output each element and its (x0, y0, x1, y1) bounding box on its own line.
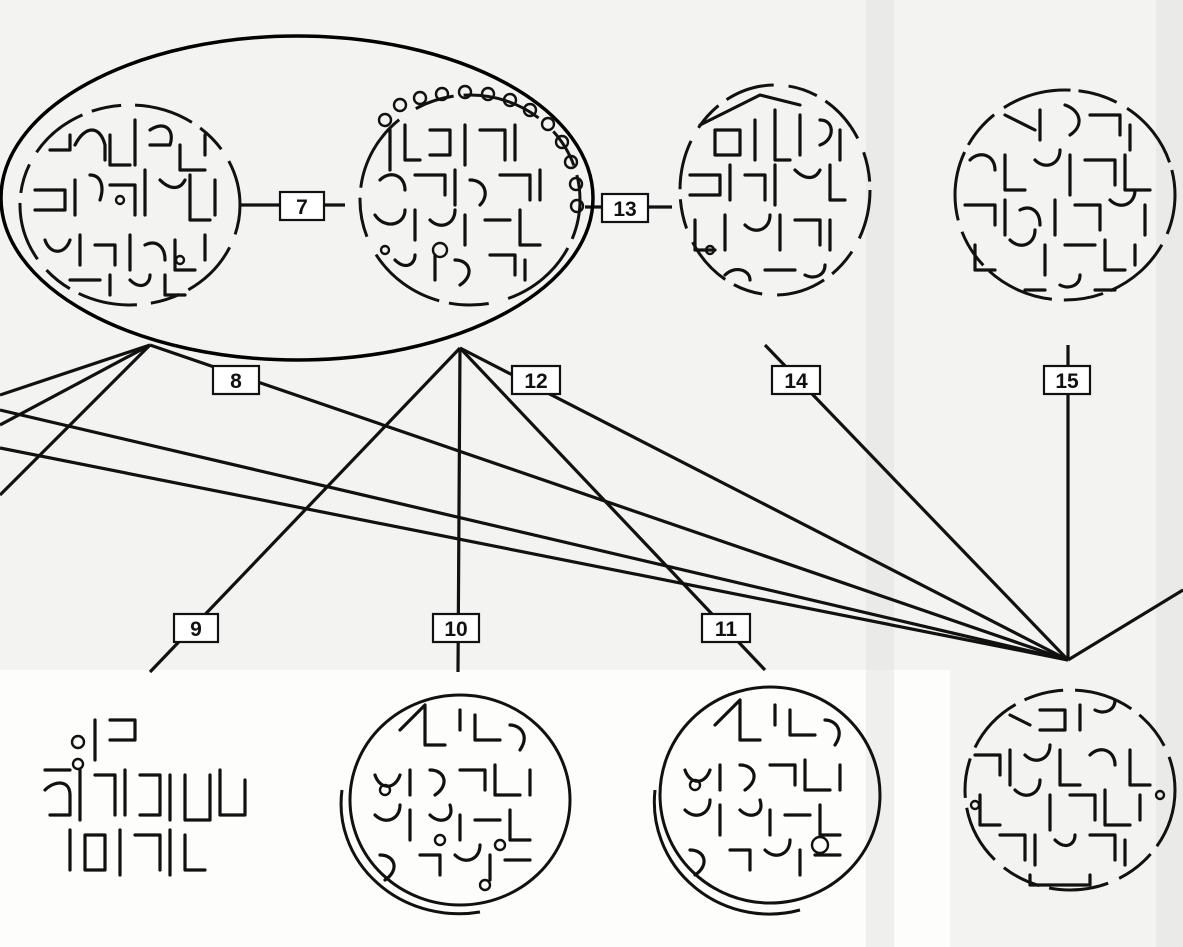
label-15-text: 15 (1055, 370, 1079, 393)
coin-drawing (953, 88, 1177, 302)
label-7: 7 (278, 190, 326, 222)
link-line (0, 446, 1069, 662)
link-line (0, 343, 152, 497)
link-line (0, 343, 151, 397)
link-line (0, 408, 1069, 662)
bead-border (377, 84, 585, 214)
label-15: 15 (1042, 364, 1092, 396)
link-line (149, 343, 1069, 662)
label-12-text: 12 (524, 370, 547, 393)
coin-drawing (18, 103, 242, 307)
label-11: 11 (700, 612, 752, 644)
label-12: 12 (510, 364, 562, 396)
coin-drawing (963, 688, 1177, 892)
coin-drawing (358, 84, 585, 307)
link-line (1067, 588, 1183, 662)
label-8-text: 8 (230, 370, 242, 393)
label-13-text: 13 (613, 198, 636, 221)
highlight-oval (0, 34, 595, 362)
link-line (459, 346, 1069, 662)
link-lines (0, 203, 1183, 674)
link-line (763, 343, 1070, 662)
coin-drawing (339, 693, 572, 916)
coin-drawing (678, 83, 872, 297)
label-9-text: 9 (190, 618, 202, 641)
label-10: 10 (431, 612, 481, 644)
label-11-text: 11 (715, 618, 738, 641)
label-13: 13 (600, 192, 650, 224)
link-line (0, 343, 151, 427)
label-14: 14 (770, 364, 822, 396)
label-9: 9 (172, 612, 220, 644)
label-7-text: 7 (296, 196, 308, 219)
label-14-text: 14 (784, 370, 808, 393)
label-8: 8 (211, 364, 261, 396)
coin-drawing (43, 718, 247, 877)
coin-drawing (652, 685, 882, 916)
label-10-text: 10 (444, 618, 467, 641)
